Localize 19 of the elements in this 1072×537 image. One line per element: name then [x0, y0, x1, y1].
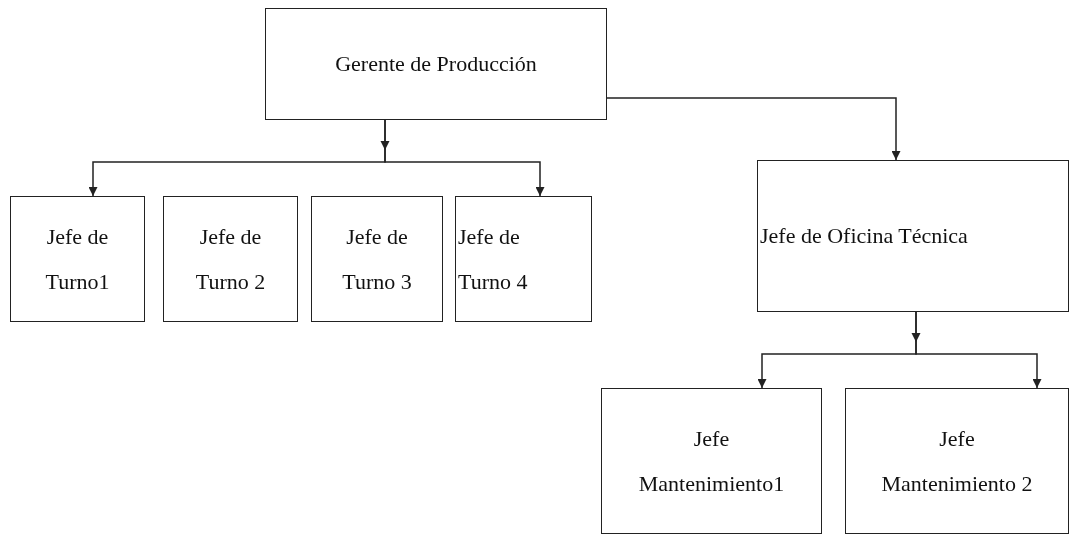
- org-box: [757, 160, 1069, 312]
- role-title: Jefe Mantenimiento 2: [880, 424, 1034, 498]
- connector-arrow: [384, 119, 545, 197]
- role-title: Jefe de Oficina Técnica: [760, 222, 968, 251]
- role-title: Jefe de Turno 3: [341, 222, 413, 296]
- org-box: [845, 388, 1069, 534]
- role-title: Jefe de Turno 2: [194, 222, 267, 296]
- connector-arrow: [915, 311, 1042, 389]
- org-box: [10, 196, 145, 322]
- org-box: [163, 196, 298, 322]
- role-title: Jefe Mantenimiento1: [637, 424, 786, 498]
- org-box: [311, 196, 443, 322]
- role-title: Gerente de Producción: [335, 50, 537, 79]
- org-box: [455, 196, 592, 322]
- role-title: Jefe de Turno1: [44, 222, 111, 296]
- org-box: [601, 388, 822, 534]
- role-title: Jefe de Turno 4: [458, 222, 529, 296]
- org-box: [265, 8, 607, 120]
- connector-arrow: [606, 97, 901, 161]
